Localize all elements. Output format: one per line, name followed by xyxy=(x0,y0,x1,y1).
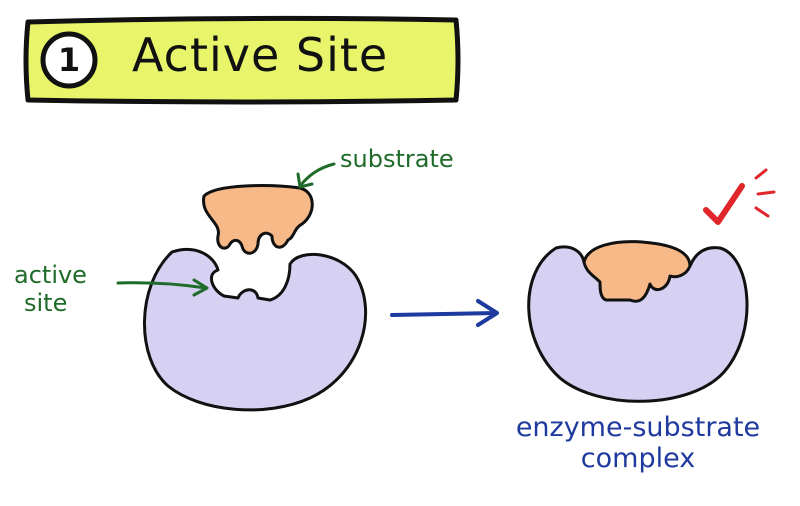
label-active-site: active site xyxy=(14,261,87,317)
arrow-active-site-icon xyxy=(116,278,209,297)
label-complex-line1: enzyme-substrate xyxy=(515,412,761,443)
check-mark-icon xyxy=(703,168,776,225)
label-complex-line2: complex xyxy=(580,443,696,475)
arrow-substrate-icon xyxy=(296,162,336,189)
label-substrate: substrate xyxy=(340,145,454,173)
label-active-line1: active xyxy=(14,261,87,289)
number-badge xyxy=(40,31,98,89)
title-banner-shape xyxy=(23,15,461,105)
label-enzyme-substrate-complex: enzyme-substrate complex xyxy=(500,412,776,474)
label-active-line2: site xyxy=(24,288,68,317)
enzyme-left xyxy=(143,247,368,412)
substrate-bound xyxy=(582,240,692,303)
arrow-right-icon xyxy=(390,299,499,327)
substrate-free xyxy=(202,184,314,255)
title-number: 1 xyxy=(57,41,81,79)
page-title: Active Site xyxy=(132,28,389,82)
title-banner: 1 Active Site xyxy=(22,14,462,106)
